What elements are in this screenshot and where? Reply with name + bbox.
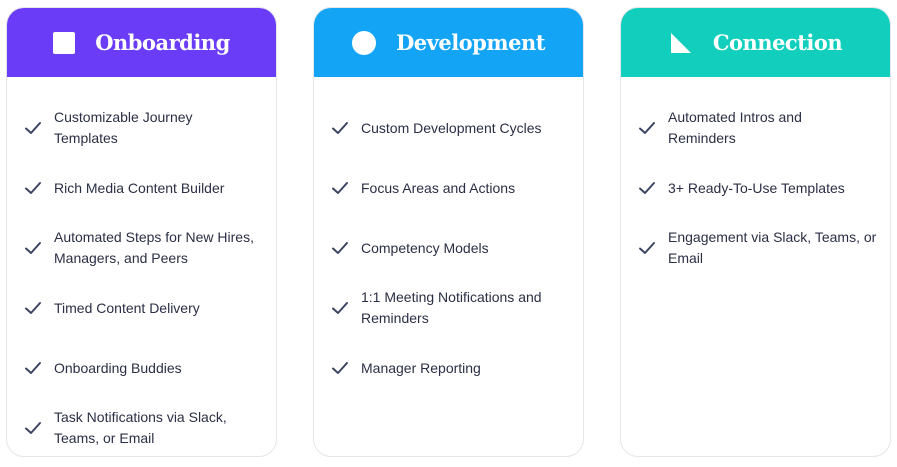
- checkmark-icon: [331, 179, 349, 197]
- development-card-header: Development: [314, 8, 583, 77]
- feature-label: Timed Content Delivery: [54, 299, 200, 316]
- feature-label: Manager Reporting: [361, 359, 481, 376]
- checkmark-icon: [24, 299, 42, 317]
- checkmark-icon: [24, 119, 42, 137]
- feature-label: Task Notifications via Slack, Teams, or …: [54, 409, 227, 446]
- checkmark-icon: [638, 119, 656, 137]
- checkmark-icon: [24, 239, 42, 257]
- triangle-icon: [669, 31, 693, 55]
- connection-card-header: Connection: [621, 8, 890, 77]
- feature-label: 1:1 Meeting Notifications and Reminders: [361, 289, 542, 326]
- checkmark-icon: [24, 419, 42, 437]
- list-item: Customizable Journey Templates: [7, 107, 276, 149]
- onboarding-card: Onboarding Customizable Journey Template…: [6, 7, 277, 457]
- feature-label: Automated Intros and Reminders: [668, 109, 802, 146]
- list-item: Custom Development Cycles: [314, 117, 583, 139]
- list-item: 1:1 Meeting Notifications and Reminders: [314, 287, 583, 329]
- feature-label: Onboarding Buddies: [54, 359, 182, 376]
- checkmark-icon: [331, 119, 349, 137]
- onboarding-card-title: Onboarding: [95, 30, 230, 55]
- feature-label: Rich Media Content Builder: [54, 179, 225, 196]
- checkmark-icon: [24, 179, 42, 197]
- list-item: Engagement via Slack, Teams, or Email: [621, 227, 890, 269]
- onboarding-card-header: Onboarding: [7, 8, 276, 77]
- feature-label: Focus Areas and Actions: [361, 179, 516, 196]
- list-item: Onboarding Buddies: [7, 357, 276, 379]
- connection-card: Connection Automated Intros and Reminder…: [620, 7, 891, 457]
- feature-label: Custom Development Cycles: [361, 119, 542, 136]
- checkmark-icon: [638, 239, 656, 257]
- checkmark-icon: [638, 179, 656, 197]
- list-item: Focus Areas and Actions: [314, 177, 583, 199]
- development-card: Development Custom Development Cycles Fo…: [313, 7, 584, 457]
- circle-icon: [352, 30, 377, 55]
- checkmark-icon: [331, 359, 349, 377]
- feature-label: Customizable Journey Templates: [54, 109, 193, 146]
- list-item: Rich Media Content Builder: [7, 177, 276, 199]
- square-icon: [53, 31, 76, 54]
- feature-label: Competency Models: [361, 239, 489, 256]
- feature-label: Engagement via Slack, Teams, or Email: [668, 229, 877, 266]
- checkmark-icon: [331, 239, 349, 257]
- checkmark-icon: [24, 359, 42, 377]
- connection-card-title: Connection: [712, 30, 843, 55]
- list-item: Manager Reporting: [314, 357, 583, 379]
- development-card-title: Development: [396, 30, 545, 55]
- list-item: 3+ Ready-To-Use Templates: [621, 177, 890, 199]
- checkmark-icon: [331, 299, 349, 317]
- list-item: Task Notifications via Slack, Teams, or …: [7, 407, 276, 449]
- feature-label: Automated Steps for New Hires, Managers,…: [54, 229, 254, 266]
- feature-label: 3+ Ready-To-Use Templates: [668, 179, 845, 196]
- list-item: Automated Steps for New Hires, Managers,…: [7, 227, 276, 269]
- list-item: Competency Models: [314, 237, 583, 259]
- list-item: Automated Intros and Reminders: [621, 107, 890, 149]
- list-item: Timed Content Delivery: [7, 297, 276, 319]
